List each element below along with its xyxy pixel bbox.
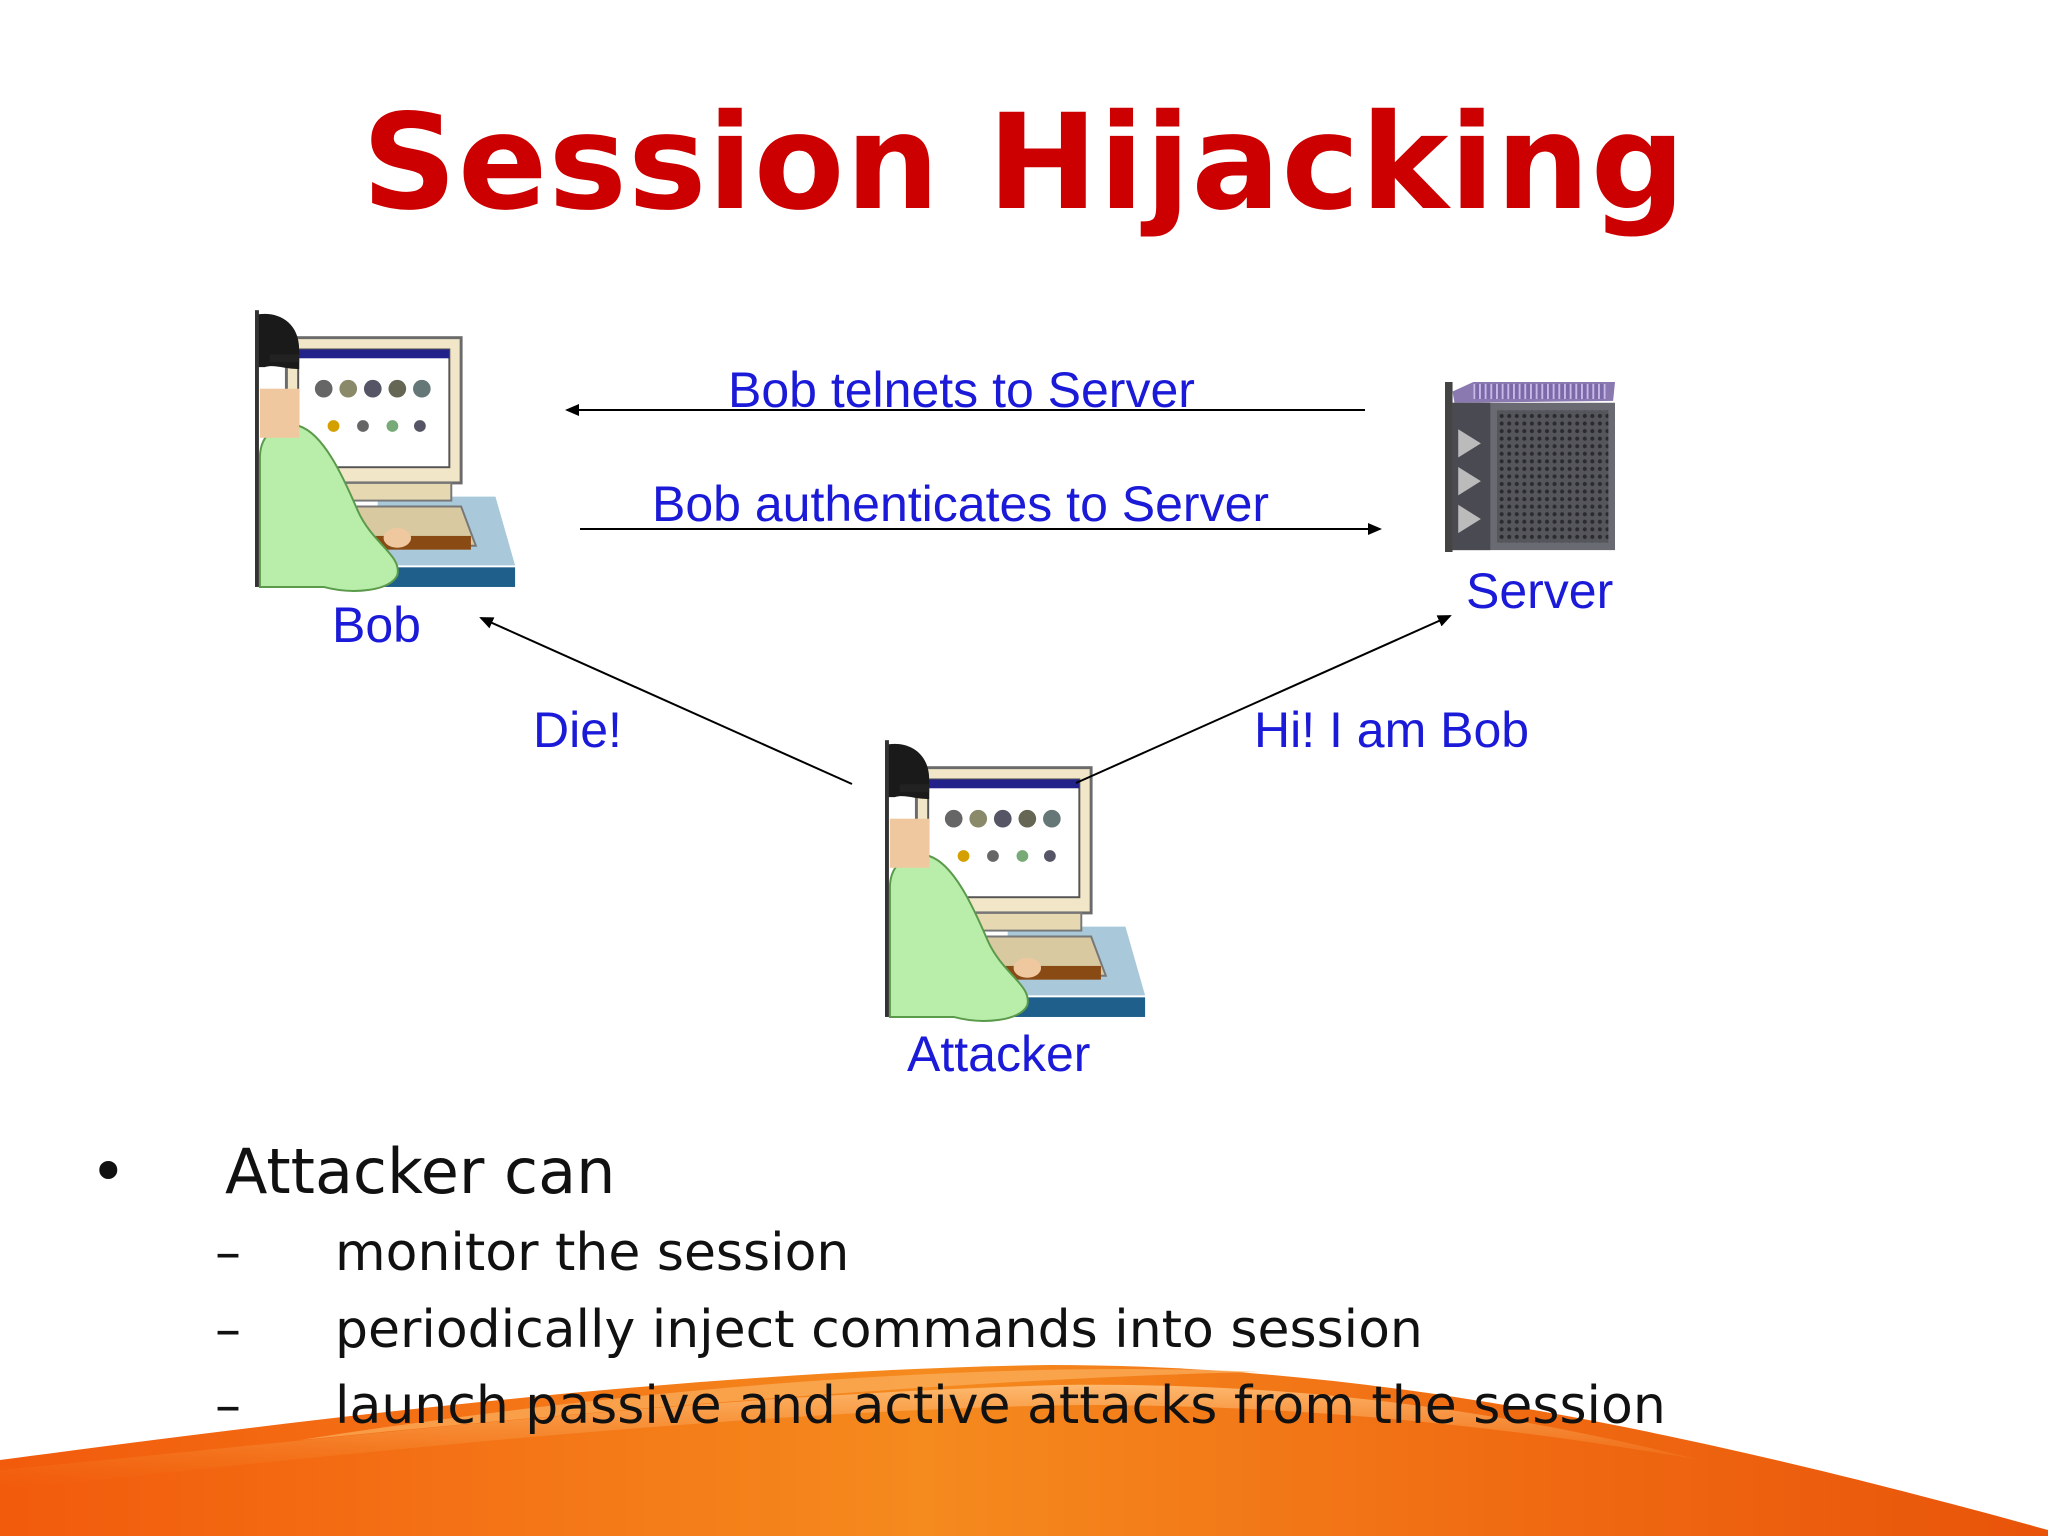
bob-computer-icon xyxy=(255,310,517,593)
edge-label-telnet: Bob telnets to Server xyxy=(728,362,1195,418)
edge-label-die: Die! xyxy=(533,702,622,758)
slide-title: Session Hijacking xyxy=(361,86,1687,240)
node-label-attacker: Attacker xyxy=(907,1026,1091,1082)
attacker-computer-icon xyxy=(885,740,1147,1023)
edge-label-authenticate: Bob authenticates to Server xyxy=(652,476,1270,532)
edge-label-hi-i-am-bob: Hi! I am Bob xyxy=(1254,702,1530,758)
arrow-attacker-to-bob xyxy=(479,617,853,785)
node-label-bob: Bob xyxy=(332,597,421,653)
node-label-server: Server xyxy=(1466,563,1614,619)
server-icon xyxy=(1445,382,1615,552)
arrow-attacker-to-server xyxy=(1075,615,1452,784)
